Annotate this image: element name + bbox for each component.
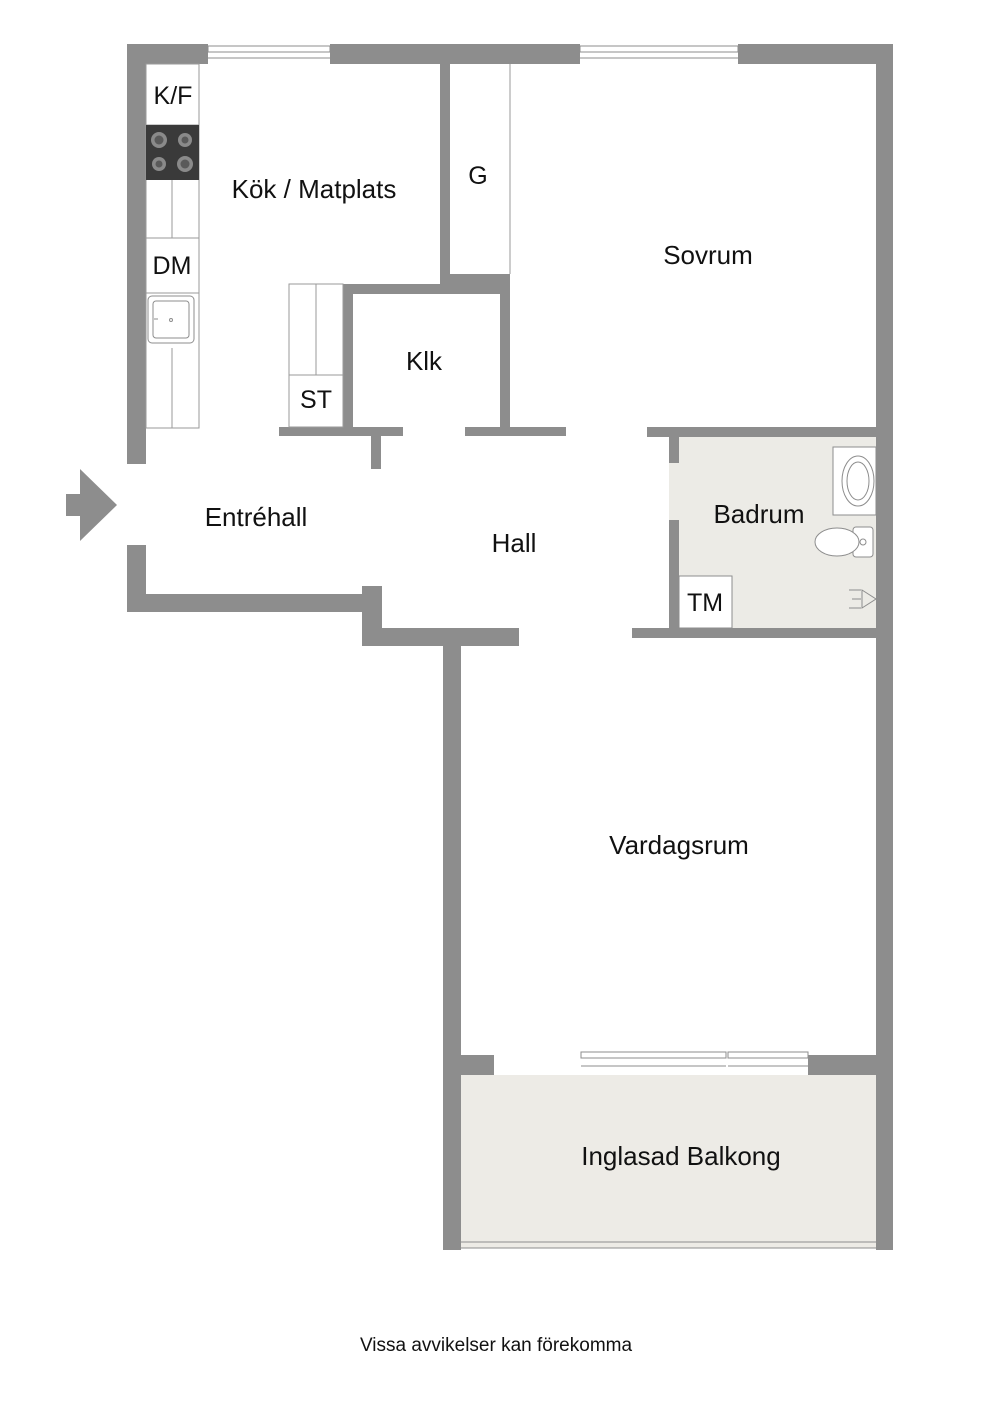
laundry-label: TM bbox=[687, 589, 723, 617]
shower-icon bbox=[832, 446, 877, 516]
wardrobe-label: G bbox=[468, 162, 487, 190]
windows bbox=[207, 45, 876, 1249]
living-room-label: Vardagsrum bbox=[609, 830, 749, 860]
kitchen-label: Kök / Matplats bbox=[232, 174, 397, 204]
bathroom-label: Badrum bbox=[713, 499, 804, 529]
hall-label: Hall bbox=[492, 528, 537, 558]
balcony-floor bbox=[448, 1075, 876, 1248]
disclaimer-text: Vissa avvikelser kan förekomma bbox=[359, 1335, 633, 1356]
closet-label: Klk bbox=[406, 346, 443, 376]
stove-icon bbox=[146, 125, 199, 180]
bedroom-label: Sovrum bbox=[663, 240, 753, 270]
sink-icon bbox=[147, 295, 195, 344]
storage-label: ST bbox=[300, 386, 332, 414]
balcony-label: Inglasad Balkong bbox=[581, 1141, 780, 1171]
storage-cabinet bbox=[288, 283, 344, 428]
entry-hall-label: Entréhall bbox=[205, 502, 308, 532]
toilet-icon bbox=[814, 526, 874, 558]
entrance-arrow-icon bbox=[66, 469, 117, 541]
dishwasher-label: DM bbox=[153, 252, 192, 280]
laundry-machine bbox=[678, 575, 733, 629]
washbasin-icon bbox=[849, 589, 877, 609]
kitchen-counter bbox=[145, 63, 200, 429]
fridge-freezer-label: K/F bbox=[154, 82, 193, 110]
walls bbox=[127, 44, 893, 1250]
